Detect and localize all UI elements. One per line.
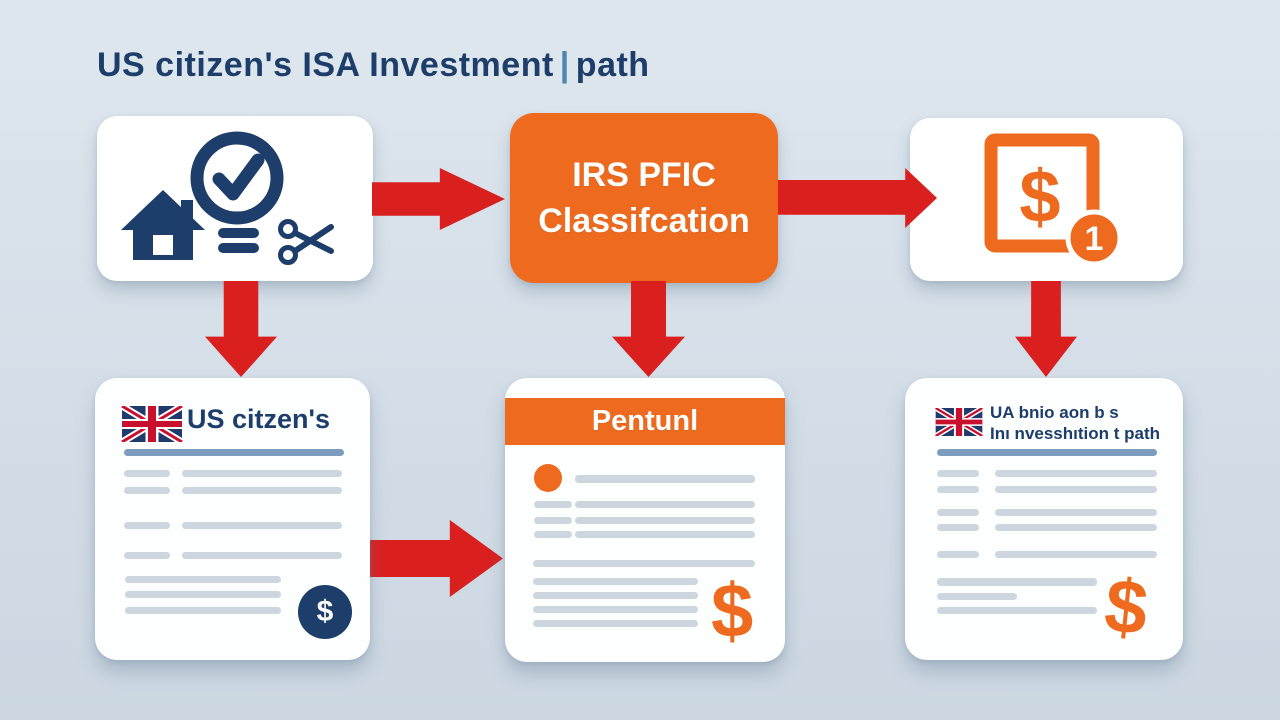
arrow-classification-to-tax — [778, 168, 937, 228]
dollar-square-symbol: $ — [1019, 155, 1060, 238]
arrow-down-middle — [612, 281, 685, 377]
classification-line1: IRS PFIC — [572, 156, 716, 194]
arrow-source-to-classification — [372, 168, 505, 230]
card-pentunl-header-label: Pentunl — [591, 405, 699, 437]
text-line-placeholder — [182, 487, 342, 494]
dollar-symbol: $ — [1100, 563, 1152, 652]
text-line-placeholder — [534, 501, 572, 508]
text-line-placeholder — [533, 560, 755, 567]
uk-flag-icon — [935, 408, 983, 436]
dollar-symbol: $ — [711, 569, 754, 654]
orange-dot-icon — [534, 464, 562, 492]
card-investment-path: UA bnio aon b s Inı nvesshıtion t path $ — [905, 378, 1183, 660]
page-title-suffix: path — [575, 46, 650, 84]
text-line-placeholder — [125, 591, 281, 598]
arrow-card1-to-card2 — [370, 520, 503, 597]
dollar-circle-symbol: $ — [316, 595, 334, 628]
page-title-main: US citizen's ISA Investment — [97, 46, 554, 84]
badge-number: 1 — [1085, 220, 1104, 258]
scissors-icon — [278, 219, 334, 265]
classification-line2: Classifcation — [538, 202, 750, 240]
check-badge-icon — [190, 131, 284, 253]
card-pentunl-header: Pentunl — [505, 398, 785, 445]
text-line-placeholder — [575, 531, 755, 538]
flow-node-tax: $ 1 — [910, 118, 1183, 281]
house-icon — [121, 190, 205, 260]
badge-circle — [1065, 209, 1123, 267]
card-us-citizens-title: US citzen's — [187, 404, 330, 434]
text-line-placeholder — [125, 607, 281, 614]
text-line-placeholder — [533, 620, 698, 627]
card-investment-path-title: UA bnio aon b s Inı nvesshıtion t path — [990, 402, 1160, 444]
divider-bar — [124, 449, 344, 456]
text-line-placeholder — [995, 486, 1157, 493]
text-line-placeholder — [995, 524, 1157, 531]
flow-node-classification: IRS PFIC Classifcation — [510, 113, 778, 283]
text-line-placeholder — [533, 606, 698, 613]
text-line-placeholder — [182, 470, 342, 477]
text-line-placeholder — [995, 470, 1157, 477]
text-line-placeholder — [937, 607, 1097, 614]
text-line-placeholder — [124, 552, 170, 559]
arrow-down-right — [1015, 281, 1077, 377]
card-investment-path-title-line2: Inı nvesshıtion t path — [990, 424, 1161, 443]
text-line-placeholder — [937, 509, 979, 516]
text-line-placeholder — [995, 509, 1157, 516]
text-line-placeholder — [533, 592, 698, 599]
dollar-circle-icon: $ — [298, 585, 352, 639]
page-title-pipe: | — [559, 46, 570, 84]
page-title: US citizen's ISA Investment|path — [97, 46, 650, 85]
arrow-down-left — [205, 281, 277, 377]
text-line-placeholder — [937, 578, 1097, 586]
divider-bar — [937, 449, 1157, 456]
text-line-placeholder — [124, 487, 170, 494]
text-line-placeholder — [534, 517, 572, 524]
text-line-placeholder — [533, 578, 698, 585]
text-line-placeholder — [182, 522, 342, 529]
text-line-placeholder — [995, 551, 1157, 558]
text-line-placeholder — [124, 470, 170, 477]
text-line-placeholder — [937, 486, 979, 493]
card-investment-path-title-line1: UA bnio aon b s — [990, 403, 1119, 422]
uk-flag-icon — [120, 406, 184, 442]
card-pentunl: Pentunl $ — [505, 378, 785, 662]
flow-node-source — [97, 116, 373, 281]
source-icons-graphic — [121, 131, 334, 265]
text-line-placeholder — [124, 522, 170, 529]
text-line-placeholder — [575, 501, 755, 508]
text-line-placeholder — [575, 517, 755, 524]
dollar-square-icon: $ 1 — [984, 133, 1123, 267]
text-line-placeholder — [125, 576, 281, 583]
card-us-citizens: US citzen's $ — [95, 378, 370, 660]
text-line-placeholder — [937, 593, 1017, 600]
text-line-placeholder — [937, 551, 979, 558]
text-line-placeholder — [937, 524, 979, 531]
text-line-placeholder — [937, 470, 979, 477]
text-line-placeholder — [182, 552, 342, 559]
text-line-placeholder — [575, 475, 755, 483]
text-line-placeholder — [534, 531, 572, 538]
